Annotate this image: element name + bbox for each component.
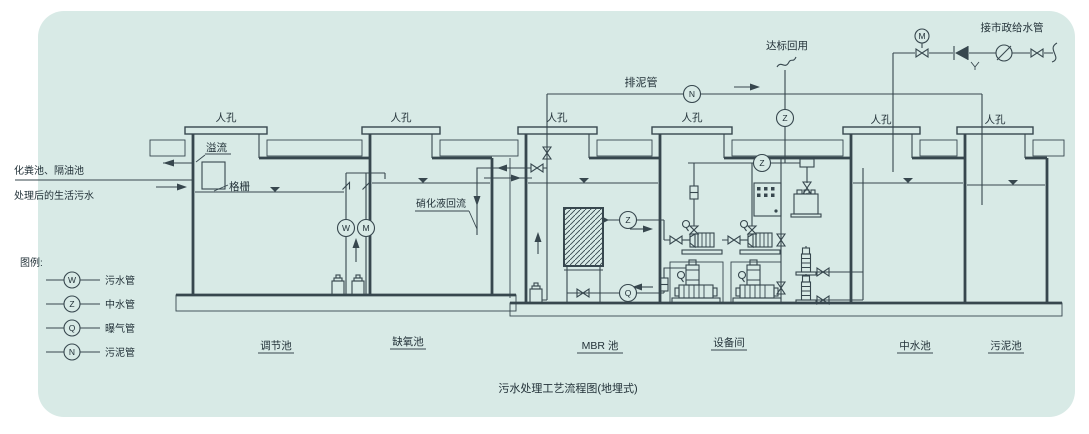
manhole-label: 人孔 [682,111,703,124]
label-regulating-tank: 调节池 [260,339,292,352]
bar-screen-label: 格栅 [229,180,250,193]
diagram-panel [38,11,1075,417]
legend-symbol-w: W [68,275,76,285]
pipe-tags: W M Z Q N Z Z M [336,31,926,303]
annotations: 化粪池、隔油池 处理后的生活污水 溢流 格栅 人孔 人孔 人孔 人孔 人孔 人孔… [14,21,1044,212]
pipe-tag-z-header: Z [759,158,764,168]
manholes [184,126,1034,158]
bar-screen-symbol [201,161,226,190]
reuse-outlet-label: 达标回用 [766,40,808,52]
diagram-title: 污水处理工艺流程图(地埋式) [498,381,637,395]
influent-source-label: 化粪池、隔油池 [14,164,84,177]
pipe-tag-n-sludge: N [689,89,695,99]
legend-label-reclaimed: 中水管 [105,298,135,311]
nitrified-recirculation-label: 硝化液回流 [416,197,466,210]
influent-piping [15,154,229,192]
manhole-label: 人孔 [871,113,892,126]
legend-symbol-n: N [69,347,75,357]
pipe-tag-z-permeate: Z [625,215,630,225]
legend-title: 图例: [20,256,43,269]
label-sludge-tank: 污泥池 [990,339,1022,352]
pipe-break-icon [1051,42,1058,63]
overflow-label: 溢流 [206,141,227,154]
tank-walls [191,134,1049,303]
pipe-tag-w: W [342,223,350,233]
label-equipment-room: 设备间 [713,336,745,349]
anoxic-tank-piping [468,163,547,235]
label-anoxic-tank: 缺氧池 [392,335,424,348]
equipment-room [664,158,864,305]
sludge-discharge-piping [547,83,983,205]
pipe-tag-q-aeration: Q [625,288,632,298]
tank-labels: 调节池 缺氧池 MBR 池 设备间 中水池 污泥池 [258,335,1024,354]
legend-symbol-q: Q [69,323,76,333]
motor-valve-tag: M [918,31,925,41]
mbr-tank-equipment [527,94,686,304]
label-mbr-tank: MBR 池 [582,339,619,352]
municipal-water-label: 接市政给水管 [981,21,1044,34]
pipe-tag-z-reuse: Z [782,113,787,123]
legend-label-aeration: 曝气管 [105,322,135,335]
manhole-label: 人孔 [216,111,237,124]
municipal-water-piping [892,28,1058,172]
legend-symbol-z: Z [69,299,74,309]
water-levels [195,178,1045,193]
membrane-module [563,207,604,267]
manhole-label: 人孔 [547,111,568,124]
label-reclaimed-water-tank: 中水池 [899,339,931,352]
manhole-label: 人孔 [985,113,1006,126]
sludge-pipe-label: 排泥管 [625,75,658,89]
manhole-label: 人孔 [391,111,412,124]
legend: 图例: W 污水管 Z 中水管 Q 曝气管 N 污泥管 [20,256,135,361]
legend-label-sewage: 污水管 [105,274,135,287]
legend-label-sludge: 污泥管 [105,346,135,359]
ground-soil-hatch [149,139,1065,157]
influent-type-label: 处理后的生活污水 [14,189,94,202]
pipe-tag-m: M [362,223,369,233]
